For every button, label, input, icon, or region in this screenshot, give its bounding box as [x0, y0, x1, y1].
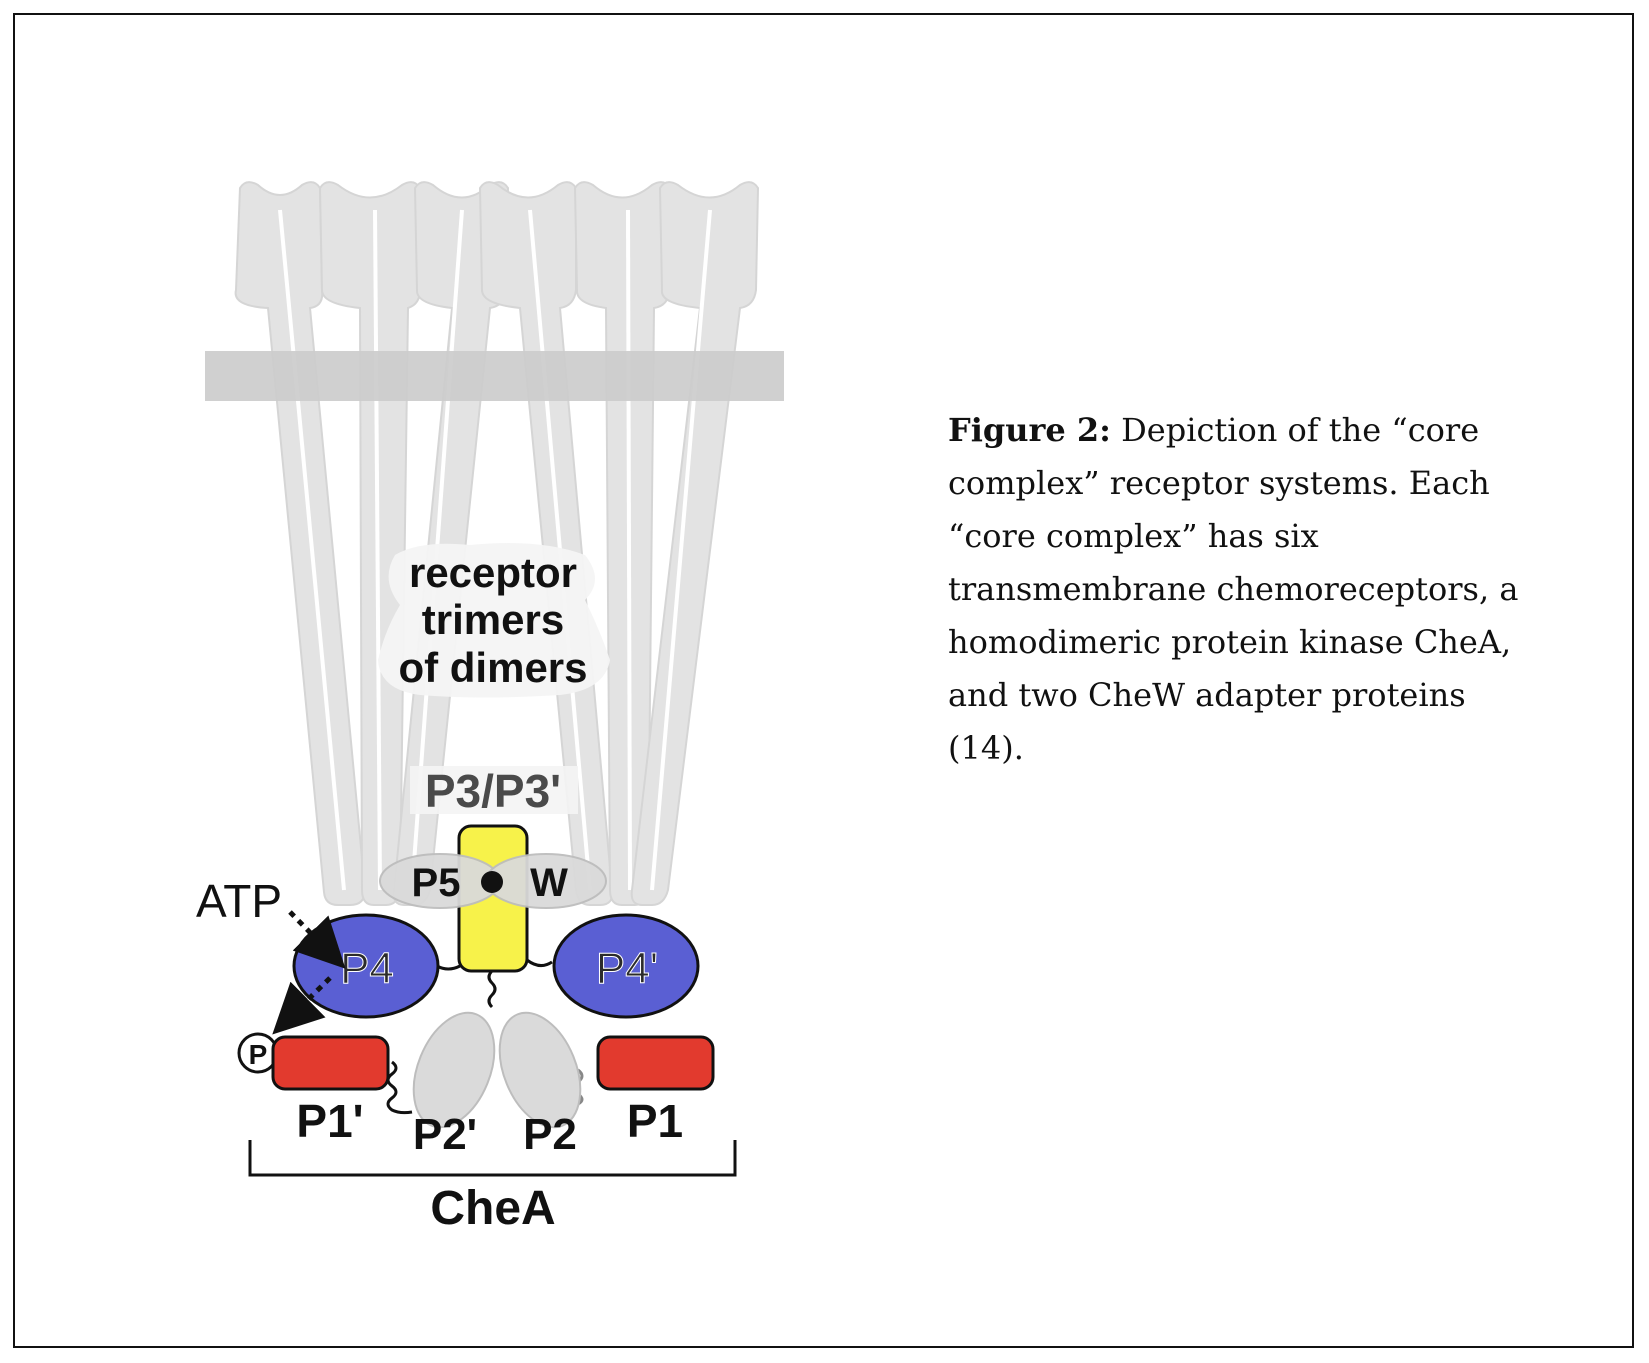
p2prime-label: P2': [413, 1110, 477, 1159]
p2prime-domain: [412, 1011, 496, 1129]
p2-label: P2: [523, 1110, 577, 1159]
figure-caption: Figure 2: Depiction of the “core complex…: [948, 404, 1548, 775]
p5-label: P5: [412, 861, 461, 905]
receptor-label-backdrop: [378, 542, 610, 698]
p1prime-label: P1': [296, 1095, 363, 1147]
receptor-label-line3: of dimers: [398, 644, 587, 691]
phospho-label: P: [249, 1039, 268, 1070]
atp-arrow: [288, 910, 346, 969]
p1-label: P1: [627, 1095, 683, 1147]
p4prime-label: P4': [596, 944, 658, 993]
receptor-label-line1: receptor: [409, 549, 577, 596]
chea-label: CheA: [430, 1182, 555, 1235]
receptor-1: [234, 181, 367, 906]
p4-label: P4: [340, 944, 394, 993]
membrane-band: [205, 351, 784, 401]
p3-label-backdrop: [410, 766, 578, 814]
p3-label: P3/P3': [425, 765, 561, 817]
chea-bracket: [248, 1140, 737, 1177]
junction-dot: [481, 871, 503, 893]
p2-domain: [498, 1011, 582, 1129]
caption-text: Depiction of the “core complex” receptor…: [948, 411, 1519, 767]
figure-label: Figure 2:: [948, 411, 1111, 449]
p1prime-domain: [271, 1035, 390, 1091]
atp-label: ATP: [196, 875, 282, 927]
p4prime-domain: [552, 913, 700, 1019]
p1-domain: [596, 1035, 715, 1091]
receptor-label-line2: trimers: [422, 596, 564, 643]
w-label: W: [530, 861, 568, 905]
